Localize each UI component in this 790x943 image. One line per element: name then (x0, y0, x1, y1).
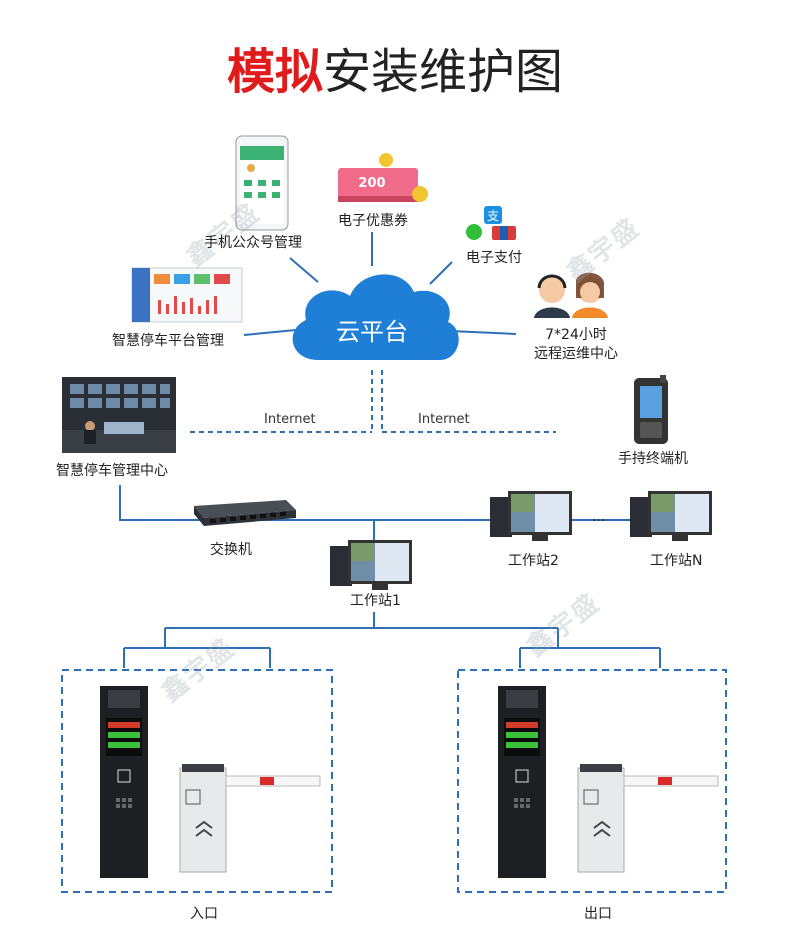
wechat-pay-icon (466, 224, 482, 240)
label-control-center: 智慧停车管理中心 (56, 463, 168, 479)
workstation-2-icon (490, 491, 572, 541)
title-normal: 安装维护图 (323, 44, 564, 100)
label-entrance: 入口 (190, 906, 218, 922)
svg-text:支: 支 (487, 209, 499, 223)
control-center-image (62, 377, 176, 453)
label-exit: 出口 (584, 906, 612, 922)
label-platform: 智慧停车平台管理 (112, 333, 224, 349)
exit-display-pillar-icon (498, 686, 546, 878)
label-internet-right: Internet (418, 412, 470, 427)
label-handheld: 手持终端机 (618, 451, 688, 467)
page-title: 模拟安装维护图 (0, 40, 790, 104)
label-wsn: 工作站N (650, 553, 703, 569)
switch-icon (194, 500, 296, 526)
link-epay (429, 261, 453, 285)
workstation-1-icon (330, 540, 412, 590)
entrance-barrier-gate-icon (179, 764, 321, 873)
label-ws2: 工作站2 (508, 553, 559, 569)
label-ellipsis: ... (592, 509, 606, 525)
label-ws1: 工作站1 (350, 593, 401, 609)
title-bold: 模拟 (226, 44, 323, 100)
cloud-shape (292, 274, 459, 360)
agents-icon (534, 272, 608, 318)
label-coupon: 电子优惠券 (338, 213, 408, 229)
label-epay: 电子支付 (466, 250, 522, 266)
label-switch: 交换机 (210, 542, 252, 558)
label-mobile: 手机公众号管理 (204, 235, 302, 251)
link-mobile (289, 257, 319, 283)
exit-barrier-gate-icon (577, 764, 719, 873)
cloud-label: 云平台 (336, 318, 408, 346)
dashboard-icon (131, 267, 243, 323)
exit-box (457, 669, 727, 893)
epay-icons: 支 (466, 206, 516, 240)
label-internet-left: Internet (264, 412, 316, 427)
entrance-box (61, 669, 333, 893)
label-ops-line2: 远程运维中心 (534, 346, 618, 362)
coupon-icon (338, 153, 428, 202)
link-ops (449, 330, 517, 335)
handheld-icon (634, 375, 668, 444)
phone-icon (235, 135, 289, 231)
label-ops-line1: 7*24小时 (545, 327, 607, 343)
entrance-display-pillar-icon (100, 686, 148, 878)
workstation-n-icon (630, 491, 712, 541)
coupon-amount: 200 (358, 176, 385, 191)
alipay-icon (484, 206, 502, 224)
link-platform (243, 329, 297, 336)
